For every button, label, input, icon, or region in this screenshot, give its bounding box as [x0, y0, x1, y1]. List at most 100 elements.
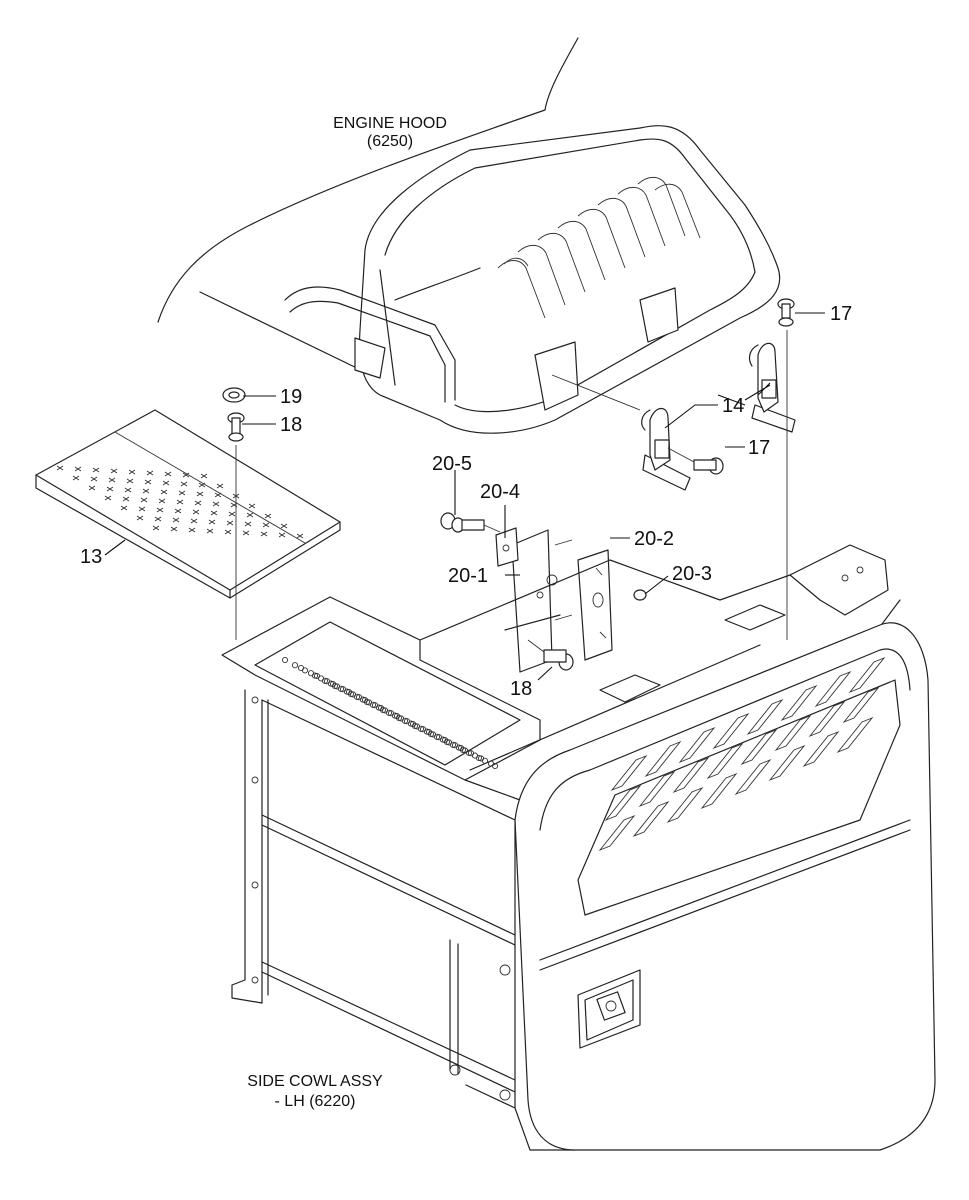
plate-hole [242, 530, 250, 536]
deck-hole [411, 722, 419, 730]
louver-slot [644, 740, 682, 778]
plate-hole [190, 518, 198, 524]
deck-hole [291, 662, 299, 669]
plate-hole [208, 519, 216, 525]
washer-19 [222, 387, 246, 403]
deck-hole [337, 685, 345, 692]
plate-hole [246, 512, 254, 518]
callout-17-mid: 17 [748, 437, 770, 459]
plate-hole [144, 479, 152, 485]
engine-hood [157, 37, 781, 434]
callout-19: 19 [280, 386, 302, 408]
engine-hood-caption-line2: (6250) [367, 133, 413, 150]
plate-hole [90, 476, 98, 482]
plate-hole [126, 478, 134, 484]
plate-hole [174, 508, 182, 514]
plate-hole [196, 491, 204, 497]
floor-plate-13 [35, 409, 341, 599]
bracket-20-1 [504, 529, 573, 673]
plate-hole [122, 496, 130, 502]
cap-20-3 [633, 589, 647, 601]
plate-hole [108, 477, 116, 483]
callout-20-2: 20-2 [634, 528, 674, 550]
deck-hole [475, 754, 483, 762]
plate-hole [188, 527, 196, 533]
plate-hole [212, 501, 220, 507]
callout-18-top: 18 [280, 414, 302, 436]
plate-hole [216, 483, 224, 489]
plate-hole [140, 497, 148, 503]
louver-slot [740, 728, 778, 766]
deck-hole [459, 746, 467, 754]
plate-hole [264, 513, 272, 519]
louver-slot [814, 670, 852, 708]
plate-hole [146, 470, 154, 476]
louver-slot [836, 716, 874, 754]
louver-slot [848, 656, 886, 694]
plate-hole [110, 468, 118, 474]
louver-slot [808, 700, 846, 738]
plate-hole [278, 532, 286, 538]
plate-hole [296, 533, 304, 539]
louver-slot [632, 800, 670, 838]
plate-hole [142, 488, 150, 494]
plate-20-4 [495, 527, 519, 567]
plate-hole [138, 506, 146, 512]
deck-hole [491, 762, 499, 770]
deck-hole [331, 682, 339, 690]
plate-hole [136, 515, 144, 521]
deck-hole [311, 672, 319, 679]
louver-slot [672, 756, 710, 794]
deck-hole [443, 738, 451, 746]
louver-slot [638, 770, 676, 808]
deck-hole [347, 690, 355, 698]
callout-20-3: 20-3 [672, 563, 712, 585]
plate-hole [244, 521, 252, 527]
plate-hole [206, 528, 214, 534]
deck-hole [301, 667, 309, 674]
side-cowl-caption-line1: SIDE COWL ASSY [247, 1073, 383, 1090]
callout-14: 14 [722, 395, 744, 417]
deck-hole [427, 730, 435, 738]
side-cowl-caption-line2: - LH (6220) [275, 1093, 356, 1110]
plate-hole [164, 471, 172, 477]
louver-slot [780, 684, 818, 722]
plate-hole [56, 465, 64, 471]
plate-hole [170, 526, 178, 532]
plate-hole [210, 510, 218, 516]
louver-slot [666, 786, 704, 824]
plate-hole [224, 529, 232, 535]
plate-hole [152, 525, 160, 531]
plate-hole [120, 505, 128, 511]
plate-hole [200, 473, 208, 479]
callout-18-bottom: 18 [510, 678, 532, 700]
callout-leaders [104, 312, 825, 681]
plate-hole [226, 520, 234, 526]
latch-14-upper [748, 342, 796, 433]
bolt-17-mid [667, 447, 724, 475]
deck-hole [417, 725, 425, 732]
plate-hole [128, 469, 136, 475]
plate-hole [160, 489, 168, 495]
deck-hole [433, 733, 441, 740]
plate-hole [182, 472, 190, 478]
louver-slot [678, 726, 716, 764]
plate-hole [178, 490, 186, 496]
plate-hole [280, 523, 288, 529]
plate-hole [198, 482, 206, 488]
plate-hole [158, 498, 166, 504]
deck-hole [385, 709, 393, 716]
plate-hole [262, 522, 270, 528]
bolt-20-5 [440, 512, 501, 533]
plate-hole [180, 481, 188, 487]
louver-slot [604, 784, 642, 822]
plate-hole [124, 487, 132, 493]
deck-hole [281, 656, 289, 664]
side-cowl [221, 544, 936, 1151]
plate-hole [154, 516, 162, 522]
latch-14-lower [641, 407, 691, 491]
plate-hole [214, 492, 222, 498]
plate-hole [88, 485, 96, 491]
plate-hole [104, 495, 112, 501]
